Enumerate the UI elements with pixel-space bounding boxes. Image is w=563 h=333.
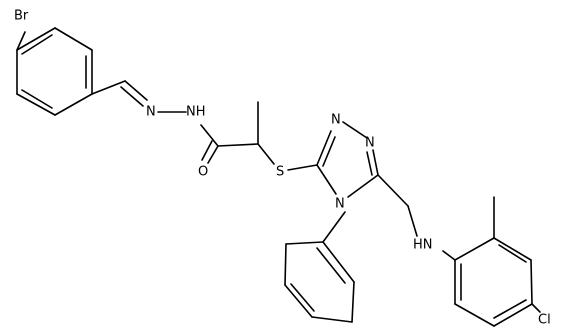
bond (284, 284, 313, 318)
bond (322, 136, 336, 167)
bond (290, 283, 315, 312)
bond (201, 140, 213, 161)
bond (54, 27, 93, 51)
triazole-n1-atom-label: N (331, 113, 341, 128)
bond (54, 93, 93, 116)
bond (16, 93, 56, 116)
bond (311, 316, 353, 323)
bond (285, 241, 324, 245)
bond (124, 80, 148, 101)
bond (316, 247, 346, 284)
bond (454, 303, 495, 327)
bond (16, 27, 56, 51)
bond (322, 211, 346, 243)
bond (316, 130, 332, 166)
bond (442, 250, 456, 261)
bond (530, 259, 533, 305)
bond (407, 205, 418, 237)
bond (257, 143, 275, 165)
bond (284, 243, 287, 286)
bond (200, 124, 219, 147)
bond (498, 244, 527, 263)
atom-labels: Br N NH O S N N N HN Cl (14, 9, 551, 328)
carbonyl-o-atom-label: O (198, 165, 208, 180)
bond (454, 237, 495, 261)
bond (493, 299, 527, 319)
bond (493, 237, 532, 261)
cl-atom-label: Cl (538, 313, 551, 328)
bond (366, 151, 373, 176)
triazole-n4-atom-label: N (335, 197, 345, 212)
bond (351, 281, 355, 323)
bond (316, 164, 337, 195)
bond (493, 303, 533, 327)
bond (372, 149, 379, 176)
thioether-s-atom-label: S (276, 165, 284, 180)
bond (531, 303, 541, 313)
imine-n-atom-label: N (146, 105, 156, 120)
bond (287, 164, 318, 171)
bond (21, 89, 53, 109)
bond (377, 174, 409, 207)
bond (91, 80, 126, 95)
bond (207, 145, 219, 164)
bond (347, 174, 379, 198)
br-atom-label: Br (14, 9, 29, 24)
bond (322, 241, 355, 283)
bond (16, 31, 26, 51)
bond (21, 34, 53, 55)
bond (217, 143, 259, 147)
bond (120, 86, 144, 107)
bond-lines (16, 27, 541, 327)
amine-hn-atom-label: HN (413, 238, 433, 253)
hydrazide-nh-atom-label: NH (186, 105, 206, 120)
triazole-n2-atom-label: N (365, 136, 375, 151)
bond (342, 121, 368, 139)
